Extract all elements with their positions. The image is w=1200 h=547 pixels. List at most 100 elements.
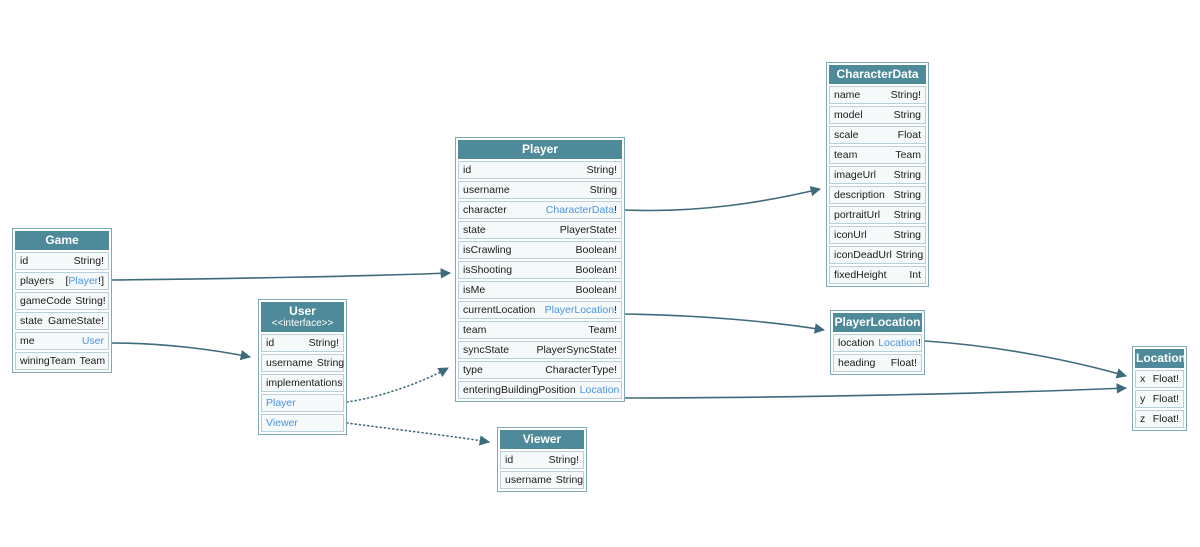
field-row-description[interactable]: description String xyxy=(829,186,926,204)
type-text: Boolean! xyxy=(575,284,617,296)
field-name: id xyxy=(463,164,472,176)
type-text: String xyxy=(893,189,921,201)
field-type: String xyxy=(894,209,921,222)
field-row-username[interactable]: username String xyxy=(458,181,622,199)
table-title: PlayerLocation xyxy=(834,315,921,329)
field-type: String xyxy=(556,474,583,487)
field-name: isCrawling xyxy=(463,244,512,256)
field-row-implementations[interactable]: implementations xyxy=(261,374,344,392)
table-header-playerlocation[interactable]: PlayerLocation xyxy=(833,313,922,332)
field-name: isMe xyxy=(463,284,486,296)
field-row-me[interactable]: me User xyxy=(15,332,109,350)
field-name: scale xyxy=(834,129,859,141)
type-link-User[interactable]: User xyxy=(81,335,104,347)
field-row-players[interactable]: players[Player!] xyxy=(15,272,109,290)
type-link-PlayerLocation[interactable]: PlayerLocation xyxy=(544,304,615,316)
field-type: GameState! xyxy=(48,315,104,328)
field-type: String xyxy=(894,229,921,242)
table-header-viewer[interactable]: Viewer xyxy=(500,430,584,449)
type-link-CharacterData[interactable]: CharacterData xyxy=(545,204,615,216)
field-row-scale[interactable]: scale Float xyxy=(829,126,926,144)
implementation-link-Player[interactable]: Player xyxy=(266,397,296,409)
field-type: Float xyxy=(898,129,921,142)
field-name: id xyxy=(505,454,514,466)
type-text: String xyxy=(316,357,345,369)
type-link-Location[interactable]: Location xyxy=(878,337,918,349)
type-link-Location[interactable]: Location xyxy=(579,384,620,396)
field-name: character xyxy=(463,204,507,216)
implementation-link-Viewer[interactable]: Viewer xyxy=(266,417,298,429)
field-type: String xyxy=(894,169,921,182)
type-text: !] xyxy=(98,275,104,287)
type-link-Player[interactable]: Player xyxy=(68,275,99,287)
field-type: Float! xyxy=(1153,393,1179,406)
table-header-game[interactable]: Game xyxy=(15,231,109,250)
type-text: String xyxy=(893,209,921,221)
field-type: Team xyxy=(79,355,105,368)
field-name: fixedHeight xyxy=(834,269,887,281)
field-row-imageUrl[interactable]: imageUrl String xyxy=(829,166,926,184)
type-text: Boolean! xyxy=(575,264,617,276)
field-name: id xyxy=(266,337,275,349)
field-name: team xyxy=(834,149,858,161)
table-header-user[interactable]: User<<interface>> xyxy=(261,302,344,332)
table-header-player[interactable]: Player xyxy=(458,140,622,159)
type-text: Float! xyxy=(890,357,917,369)
field-name: z xyxy=(1140,413,1146,425)
field-name: id xyxy=(20,255,29,267)
table-title: Game xyxy=(45,233,79,247)
field-name: imageUrl xyxy=(834,169,877,181)
arrow-playerlocation-location-to-location xyxy=(924,340,1127,379)
field-name: description xyxy=(834,189,885,201)
field-name: me xyxy=(20,335,35,347)
field-row-Viewer[interactable]: Viewer xyxy=(261,414,344,432)
table-header-characterdata[interactable]: CharacterData xyxy=(829,65,926,84)
field-name: enteringBuildingPosition xyxy=(463,384,576,396)
field-row-Player[interactable]: Player xyxy=(261,394,344,412)
field-row-fixedHeight[interactable]: fixedHeight Int xyxy=(829,266,926,284)
field-row-isMe[interactable]: isMe Boolean! xyxy=(458,281,622,299)
field-name: username xyxy=(463,184,510,196)
type-text: Float xyxy=(897,129,921,141)
type-text: String xyxy=(893,229,921,241)
field-type: Int xyxy=(909,269,921,282)
type-text: String xyxy=(589,184,617,196)
field-type: PlayerLocation! xyxy=(545,304,617,317)
type-text: GameState! xyxy=(47,315,104,327)
table-header-location[interactable]: Location xyxy=(1135,349,1186,368)
